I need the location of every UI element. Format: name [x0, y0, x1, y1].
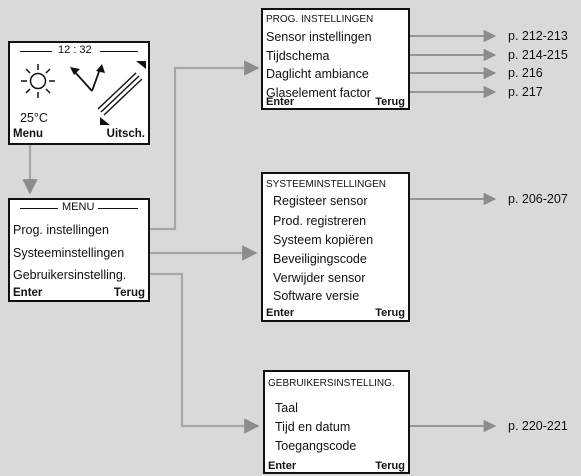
- softkey-uitsch[interactable]: Uitsch.: [106, 128, 145, 140]
- prog-item-daglicht[interactable]: Daglicht ambiance: [266, 67, 369, 81]
- menu-title-rule-left: [20, 208, 58, 209]
- user-item-tijd[interactable]: Tijd en datum: [275, 420, 351, 434]
- system-item-registeer[interactable]: Registeer sensor: [273, 194, 368, 208]
- prog-item-glaselement[interactable]: Glaselement factor: [266, 86, 371, 100]
- system-item-kopieren[interactable]: Systeem kopiëren: [273, 233, 374, 247]
- ref-tijd: p. 220-221: [508, 419, 568, 433]
- user-title: GEBRUIKERSINSTELLING.: [268, 378, 395, 389]
- ref-tijdschema: p. 214-215: [508, 48, 568, 62]
- user-item-taal[interactable]: Taal: [275, 401, 298, 415]
- home-screen: 12 : 32 25°C Menu Uitsc: [8, 41, 150, 145]
- ref-sensor: p. 212-213: [508, 29, 568, 43]
- ref-glaselement: p. 217: [508, 85, 543, 99]
- softkey-menu[interactable]: Menu: [13, 128, 44, 140]
- prog-item-tijdschema[interactable]: Tijdschema: [266, 49, 330, 63]
- sun-icon: [21, 64, 55, 98]
- menu-item-system[interactable]: Systeeminstellingen: [13, 246, 125, 260]
- softkey-enter[interactable]: Enter: [13, 287, 43, 299]
- menu-title-rule-right: [98, 208, 138, 209]
- system-softkey-enter[interactable]: Enter: [266, 307, 295, 319]
- arrow-menu-to-prog: [128, 60, 260, 231]
- arrow-menu-to-user: [150, 272, 260, 434]
- user-softkey-enter[interactable]: Enter: [268, 460, 297, 472]
- menu-screen: MENU Prog. instellingen Systeeminstellin…: [8, 198, 150, 302]
- menu-item-user[interactable]: Gebruikersinstelling.: [13, 268, 127, 282]
- prog-item-sensor[interactable]: Sensor instellingen: [266, 30, 372, 44]
- user-screen: GEBRUIKERSINSTELLING. Taal Tijd en datum…: [263, 370, 410, 474]
- menu-title: MENU: [62, 201, 95, 213]
- time-rule-right: [100, 51, 138, 52]
- temperature-readout: 25°C: [20, 111, 48, 125]
- clock-time: 12 : 32: [58, 44, 92, 56]
- blind-angle-icon: [70, 61, 146, 125]
- system-item-software[interactable]: Software versie: [273, 289, 360, 303]
- system-screen: SYSTEEMINSTELLINGEN Registeer sensor Pro…: [261, 172, 410, 322]
- prog-screen: PROG. INSTELLINGEN Sensor instellingen T…: [261, 8, 410, 110]
- system-item-beveiliging[interactable]: Beveiligingscode: [273, 252, 367, 266]
- ref-daglicht: p. 216: [508, 66, 543, 80]
- prog-title: PROG. INSTELLINGEN: [266, 14, 374, 25]
- system-item-prod[interactable]: Prod. registreren: [273, 214, 367, 228]
- system-item-verwijder[interactable]: Verwijder sensor: [273, 271, 366, 285]
- time-rule-left: [20, 51, 52, 52]
- ref-registeer: p. 206-207: [508, 192, 568, 206]
- system-softkey-terug[interactable]: Terug: [375, 307, 405, 319]
- prog-softkey-terug[interactable]: Terug: [375, 96, 405, 108]
- user-softkey-terug[interactable]: Terug: [375, 460, 405, 472]
- menu-item-prog[interactable]: Prog. instellingen: [13, 223, 109, 237]
- user-item-toegang[interactable]: Toegangscode: [275, 439, 357, 453]
- softkey-terug[interactable]: Terug: [113, 287, 145, 299]
- system-title: SYSTEEMINSTELLINGEN: [266, 179, 387, 190]
- prog-softkey-enter[interactable]: Enter: [266, 96, 295, 108]
